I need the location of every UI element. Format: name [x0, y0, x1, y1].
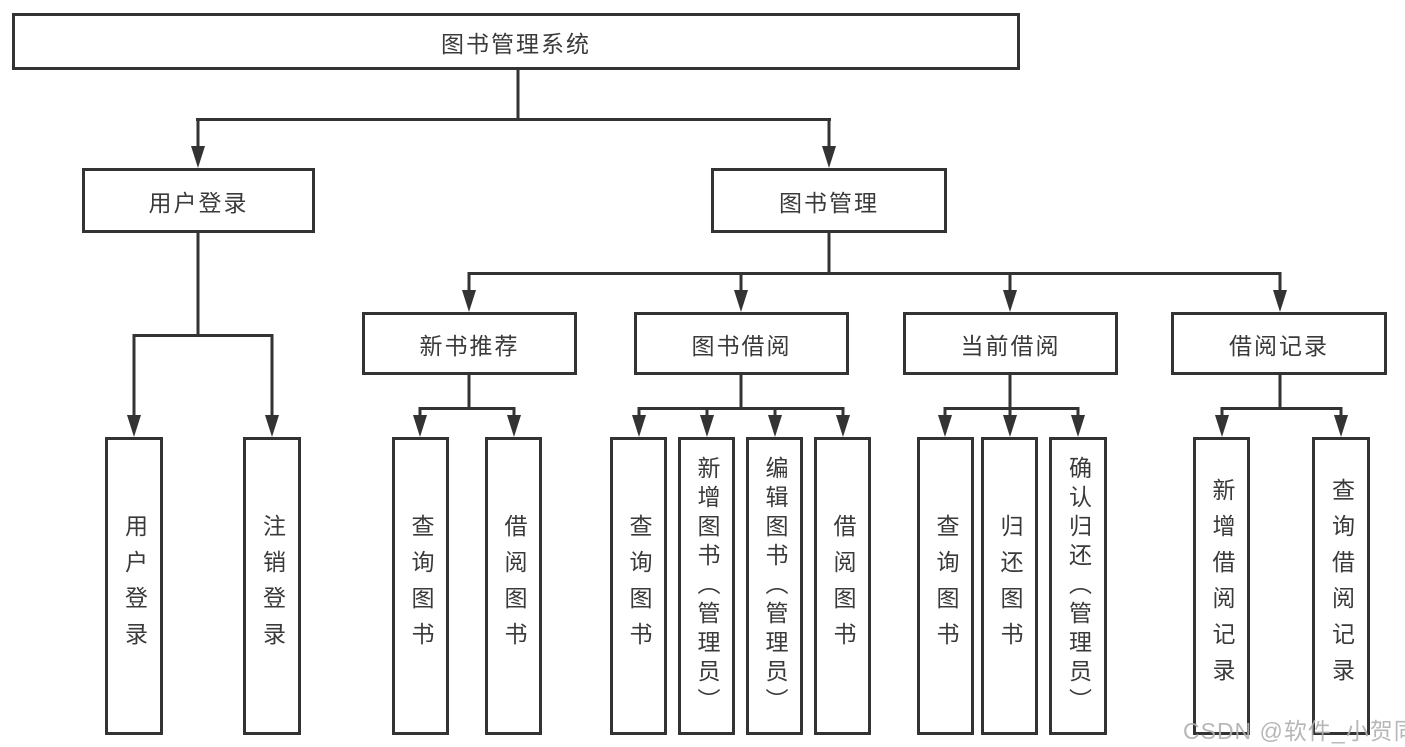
connector-new-book-to-leaves: [418, 374, 516, 418]
arrowhead-leaf-borrow-edit: [768, 415, 782, 437]
arrowhead-book-mgmt: [822, 146, 836, 168]
leaf-borrow-query: 查询图书: [610, 437, 667, 735]
node-current-borrow: 当前借阅: [903, 312, 1118, 375]
node-root-label: 图书管理系统: [441, 30, 591, 57]
arrowhead-leaf-borrow-add: [700, 415, 714, 437]
node-borrow-record-label: 借阅记录: [1229, 332, 1329, 359]
leaf-record-query-label: 查询借阅记录: [1328, 478, 1355, 694]
arrowhead-leaf-user-login: [127, 415, 141, 437]
arrowhead-leaf-current-confirm: [1071, 415, 1085, 437]
leaf-record-add: 新增借阅记录: [1193, 437, 1250, 735]
arrowhead-leaf-newbook-query: [413, 415, 427, 437]
node-book-borrow: 图书借阅: [634, 312, 849, 375]
arrowhead-book-borrow: [734, 290, 748, 312]
watermark: CSDN @软件_小贺同学: [1183, 718, 1405, 744]
arrowhead-current-borrow: [1003, 290, 1017, 312]
leaf-borrow-add-admin-label: 新增图书（管理员）: [694, 455, 720, 717]
node-book-borrow-label: 图书借阅: [691, 332, 792, 359]
leaf-borrow-add-admin: 新增图书（管理员）: [678, 437, 735, 735]
leaf-current-return: 归还图书: [981, 437, 1038, 735]
arrowhead-leaf-borrow-query: [632, 415, 646, 437]
node-book-management-label: 图书管理: [779, 189, 879, 216]
arrowhead-leaf-borrow-borrow: [836, 415, 850, 437]
leaf-borrow-query-label: 查询图书: [626, 514, 652, 658]
node-current-borrow-label: 当前借阅: [960, 332, 1061, 359]
leaf-current-confirm-admin: 确认归还（管理员）: [1049, 437, 1107, 735]
arrowhead-new-book: [462, 290, 476, 312]
leaf-newbook-borrow: 借阅图书: [485, 437, 542, 735]
node-user-login: 用户登录: [82, 168, 315, 233]
leaf-user-login-label: 用户登录: [121, 514, 148, 658]
leaf-logout: 注销登录: [243, 437, 301, 735]
leaf-borrow-borrow-label: 借阅图书: [830, 514, 856, 658]
node-new-book-recommend: 新书推荐: [362, 312, 577, 375]
leaf-user-login: 用户登录: [105, 437, 163, 735]
leaf-record-query: 查询借阅记录: [1312, 437, 1370, 735]
leaf-borrow-edit-admin: 编辑图书（管理员）: [746, 437, 803, 735]
leaf-borrow-borrow: 借阅图书: [814, 437, 871, 735]
leaf-logout-label: 注销登录: [259, 514, 286, 658]
node-root: 图书管理系统: [12, 13, 1020, 70]
leaf-record-add-label: 新增借阅记录: [1209, 478, 1235, 694]
node-new-book-recommend-label: 新书推荐: [419, 332, 520, 359]
leaf-newbook-query: 查询图书: [392, 437, 449, 735]
arrowhead-leaf-newbook-borrow: [507, 415, 521, 437]
leaf-newbook-query-label: 查询图书: [408, 514, 434, 658]
connector-user-login-to-leaves: [132, 232, 274, 417]
arrowhead-leaf-record-add: [1215, 415, 1229, 437]
leaf-borrow-edit-admin-label: 编辑图书（管理员）: [762, 455, 788, 717]
connector-book-borrow-to-leaves: [637, 374, 845, 418]
arrowhead-user-login: [191, 146, 205, 168]
node-borrow-record: 借阅记录: [1171, 312, 1387, 375]
connector-book-mgmt-to-level3: [467, 232, 1282, 293]
leaf-current-confirm-admin-label: 确认归还（管理员）: [1065, 455, 1092, 717]
leaf-current-query-label: 查询图书: [933, 514, 959, 658]
node-book-management: 图书管理: [711, 168, 947, 233]
connector-current-borrow-to-leaves: [943, 374, 1080, 418]
arrowhead-leaf-current-query: [938, 415, 952, 437]
leaf-newbook-borrow-label: 借阅图书: [501, 514, 527, 658]
leaf-current-return-label: 归还图书: [997, 514, 1023, 658]
connector-root-to-level2: [196, 70, 831, 148]
arrowhead-leaf-record-query: [1334, 415, 1348, 437]
connector-borrow-record-to-leaves: [1220, 374, 1343, 418]
arrowhead-borrow-record: [1273, 290, 1287, 312]
leaf-current-query: 查询图书: [917, 437, 974, 735]
arrowhead-leaf-current-return: [1003, 415, 1017, 437]
arrowhead-leaf-logout: [265, 415, 279, 437]
node-user-login-label: 用户登录: [148, 189, 249, 216]
